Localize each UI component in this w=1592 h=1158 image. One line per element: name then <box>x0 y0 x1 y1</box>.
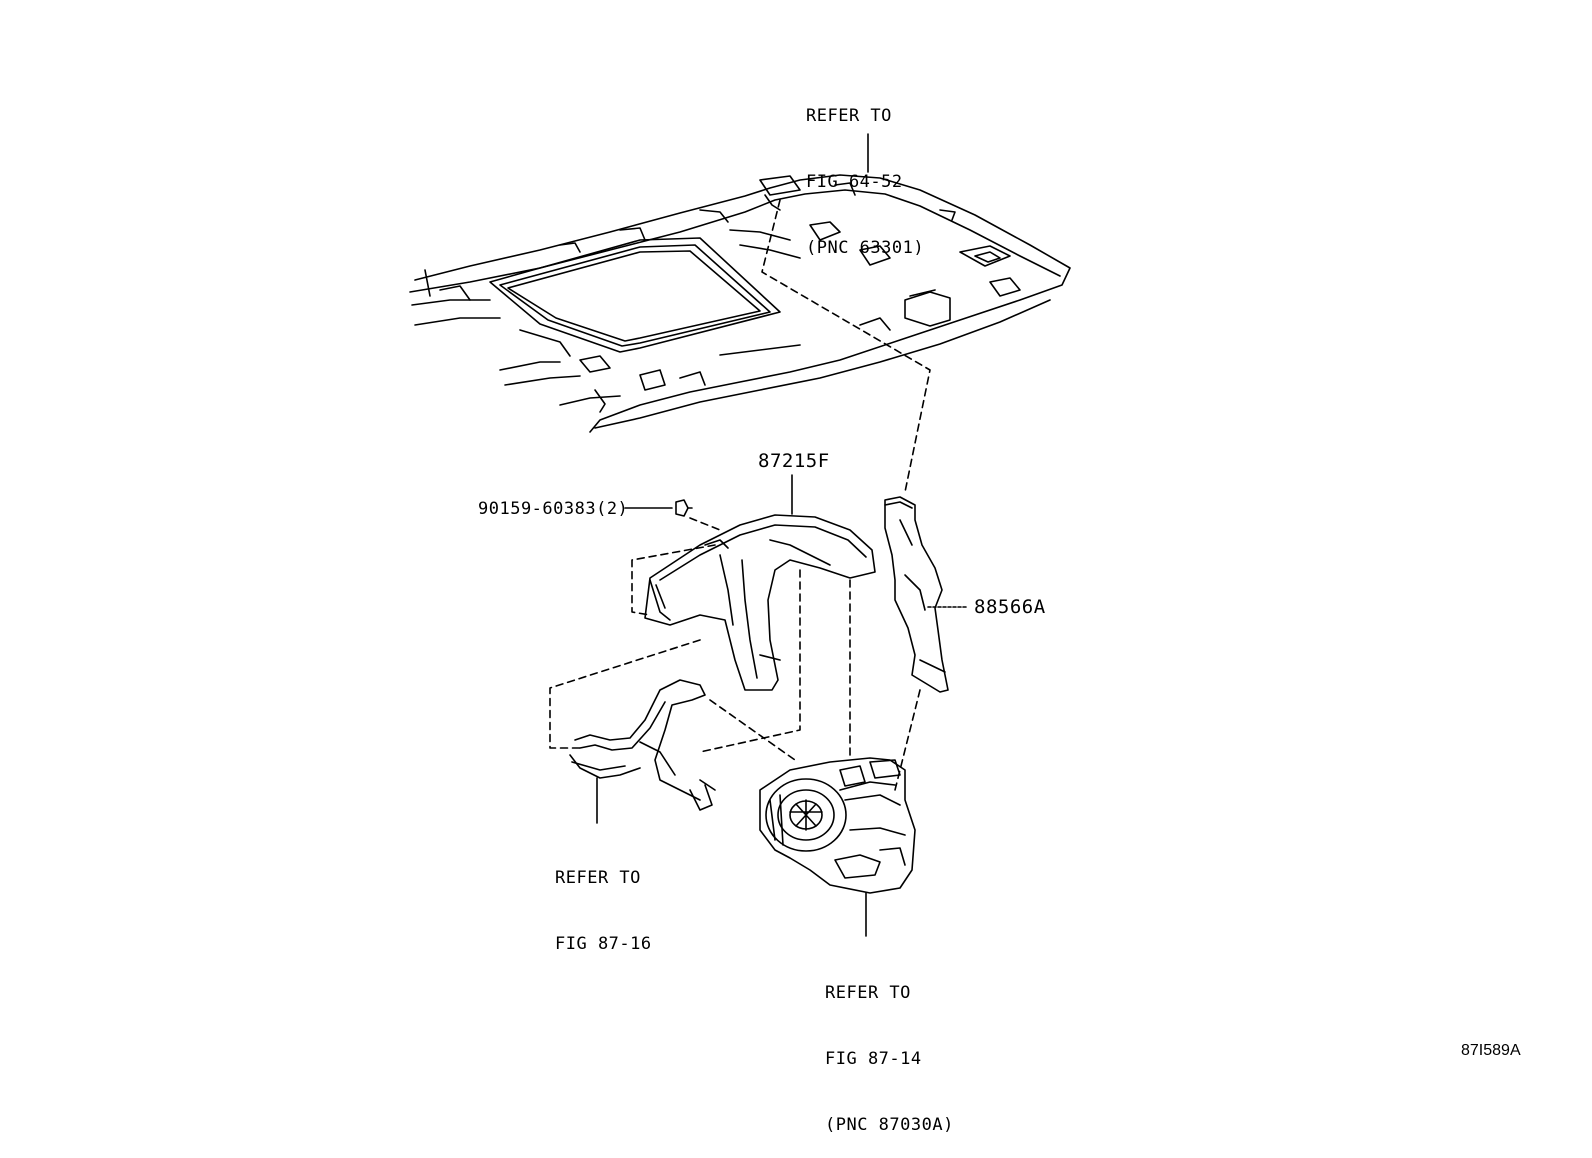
pipe-refer-line-2: FIG 87-16 <box>555 934 652 954</box>
duct-87215F-dashed-lines <box>549 517 851 761</box>
pipe-refer-line-1: REFER TO <box>555 868 641 888</box>
blower-refer-callout: REFER TO FIG 87-14 (PNC 87030A) <box>825 938 954 1158</box>
heater-pipe <box>570 680 715 823</box>
figure-code: 87I589A <box>1461 1042 1521 1059</box>
blower-unit <box>760 758 915 936</box>
parts-diagram <box>0 0 1592 1099</box>
duct-88566A <box>885 497 968 692</box>
bolt-90159-60383 <box>625 500 692 516</box>
roof-refer-line-2: FIG 64-52 <box>806 172 903 192</box>
roof-headliner <box>410 134 1070 432</box>
heater-pipe-dashed-line <box>709 699 796 761</box>
roof-to-rear-duct-dashed-line <box>761 199 931 493</box>
blower-refer-line-1: REFER TO <box>825 983 911 1003</box>
part-number-bolt: 90159-60383(2) <box>478 499 629 519</box>
part-number-87215F: 87215F <box>758 450 830 472</box>
pipe-refer-callout: REFER TO FIG 87-16 <box>555 823 652 977</box>
roof-refer-line-3: (PNC 63301) <box>806 238 925 258</box>
duct-87215F <box>645 475 875 690</box>
blower-refer-line-2: FIG 87-14 <box>825 1049 922 1069</box>
blower-refer-line-3: (PNC 87030A) <box>825 1115 954 1135</box>
part-number-88566A: 88566A <box>974 596 1046 618</box>
roof-refer-callout: REFER TO FIG 64-52 (PNC 63301) <box>806 61 924 281</box>
roof-refer-line-1: REFER TO <box>806 106 892 126</box>
